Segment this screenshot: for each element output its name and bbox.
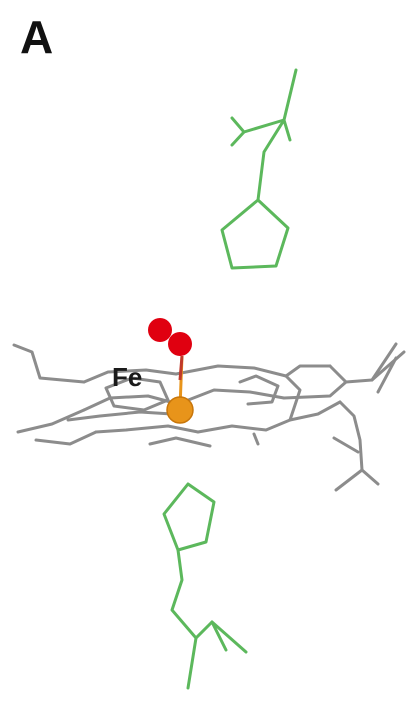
lower-histidine-residue xyxy=(162,482,248,690)
iron-atom-label: Fe xyxy=(112,362,143,392)
heme-porphyrin xyxy=(12,342,406,492)
oxygen-atom-2 xyxy=(168,332,192,356)
upper-histidine-residue xyxy=(220,68,298,270)
iron-atom xyxy=(166,396,194,424)
panel-label: A xyxy=(20,11,54,63)
oxygen-atom-1 xyxy=(148,318,172,342)
dioxygen-ligand xyxy=(148,318,192,356)
